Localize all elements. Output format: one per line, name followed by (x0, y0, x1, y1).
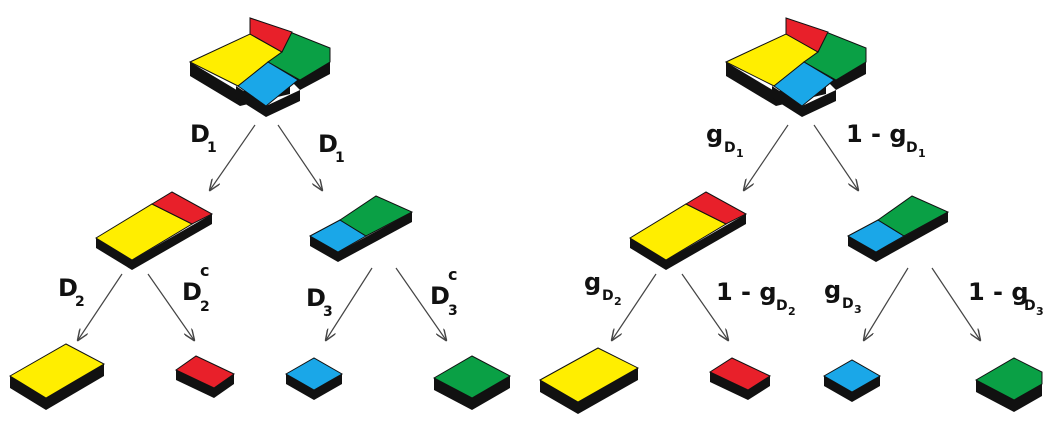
svg-text:1 - g: 1 - g (968, 278, 1029, 306)
left-tree: D 1 D 1 D 2 D 2 (9, 17, 512, 410)
svg-text:1 - g: 1 - g (846, 120, 907, 148)
right-child-block-yellow-red (629, 191, 748, 270)
svg-text:D: D (306, 284, 326, 312)
edge-label-1-minus-g-d2: 1 - g D 2 (716, 278, 796, 318)
svg-text:2: 2 (200, 299, 210, 315)
svg-text:D: D (842, 296, 854, 312)
svg-text:2: 2 (614, 295, 622, 308)
edge-label-g-d2: g D 2 (584, 268, 622, 308)
left-root-block (188, 17, 331, 117)
svg-text:1: 1 (918, 147, 926, 160)
right-tree: g D 1 1 - g D 1 g (538, 17, 1044, 414)
edge-label-d3: D 3 (306, 284, 333, 320)
svg-text:D: D (182, 278, 202, 306)
svg-text:3: 3 (854, 303, 862, 316)
svg-text:1: 1 (736, 147, 744, 160)
svg-text:3: 3 (448, 303, 458, 319)
svg-text:D: D (190, 120, 210, 148)
edge-root-left-g (744, 124, 789, 190)
svg-text:D: D (724, 140, 736, 156)
right-root-block (724, 17, 867, 117)
left-child-block-blue-green (308, 195, 414, 262)
svg-text:g: g (584, 268, 601, 296)
edge-label-g-d3: g D 3 (824, 276, 862, 316)
svg-text:1: 1 (335, 150, 345, 166)
edge-root-right (277, 124, 322, 190)
edge-label-d1-left: D 1 (190, 120, 217, 156)
svg-text:D: D (776, 298, 788, 314)
edge-bg-left-g (864, 267, 909, 340)
edge-root-left (210, 124, 256, 190)
leaf-yellow (9, 343, 106, 410)
left-child-block-yellow-red (95, 191, 214, 270)
edge-bg-right-g (931, 267, 980, 340)
svg-text:1: 1 (207, 140, 217, 156)
edge-yr-left-g (612, 273, 657, 340)
svg-text:D: D (430, 282, 450, 310)
svg-text:2: 2 (75, 294, 85, 310)
edge-yr-left (78, 273, 123, 340)
svg-text:g: g (824, 276, 841, 304)
edge-label-d2-complement: D 2 c (182, 261, 210, 315)
leaf-green-g (974, 357, 1043, 412)
edge-yr-right-g (681, 273, 728, 340)
svg-text:c: c (200, 261, 209, 280)
svg-text:3: 3 (323, 304, 333, 320)
svg-text:2: 2 (788, 305, 796, 318)
svg-text:c: c (448, 265, 457, 284)
leaf-red-g (708, 357, 772, 400)
leaf-yellow-g (538, 347, 640, 414)
svg-text:D: D (318, 130, 338, 158)
leaf-blue-g (822, 359, 882, 402)
svg-text:D: D (1024, 298, 1036, 314)
svg-text:1 - g: 1 - g (716, 278, 777, 306)
leaf-blue (284, 357, 344, 400)
edge-label-d1-right: D 1 (318, 130, 345, 166)
svg-text:3: 3 (1036, 305, 1044, 318)
edge-root-right-g (813, 124, 858, 190)
blue-region (237, 61, 299, 107)
edge-label-g-d1: g D 1 (706, 120, 744, 160)
edge-bg-left (326, 267, 373, 340)
svg-text:D: D (58, 274, 78, 302)
edge-bg-right (395, 267, 446, 340)
edge-yr-right (147, 273, 194, 340)
leaf-red (175, 355, 235, 398)
right-child-block-blue-green (846, 195, 950, 262)
svg-text:D: D (906, 140, 918, 156)
edge-label-d2: D 2 (58, 274, 85, 310)
svg-text:D: D (602, 288, 614, 304)
svg-text:g: g (706, 120, 723, 148)
edge-label-1-minus-g-d3: 1 - g D 3 (968, 278, 1044, 318)
leaf-green (432, 355, 512, 410)
edge-label-1-minus-g-d1: 1 - g D 1 (846, 120, 926, 160)
edge-label-d3-complement: D 3 c (430, 265, 458, 319)
